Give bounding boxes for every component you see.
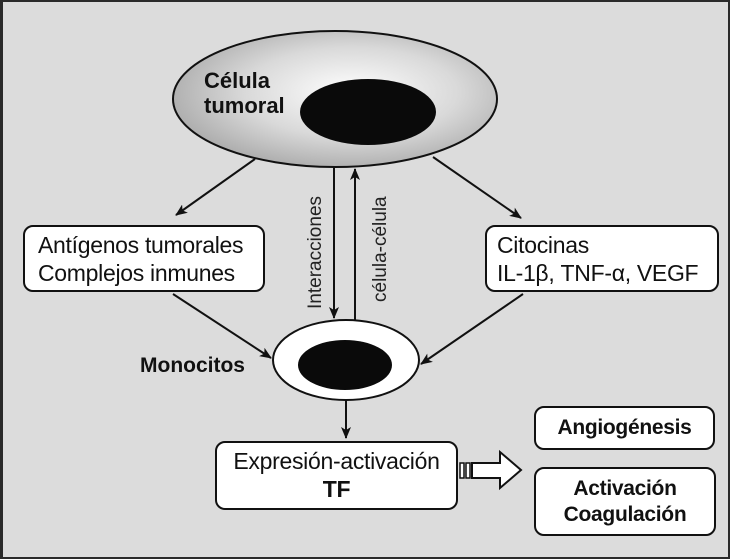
- outcome-block-arrow: [459, 449, 523, 491]
- cytokines-list: IL-1β, TNF-α, VEGF: [497, 260, 699, 286]
- activation-label: Activación: [573, 477, 677, 500]
- coagulation-label: Coagulación: [563, 503, 687, 526]
- tumor-cell-label-line1: Célula: [204, 68, 271, 93]
- arrow-tumor-to-antigens: [175, 158, 256, 216]
- diagram-graphics: [172, 30, 524, 491]
- cell-cell-label: célula-célula: [370, 196, 391, 302]
- antigens-line: Antígenos tumorales: [38, 232, 244, 258]
- tf-label: TF: [322, 476, 351, 502]
- angiogenesis-box: Angiogénesis: [534, 406, 715, 450]
- coagulation-box: Activación Coagulación: [534, 467, 716, 536]
- tumor-cell-label-line2: tumoral: [204, 93, 285, 118]
- interactions-label: Interacciones: [305, 195, 326, 309]
- cytokines-title: Citocinas: [497, 232, 589, 258]
- arrow-tumor-to-cytokines: [432, 156, 522, 219]
- tumor-cell-nucleus: [300, 79, 436, 145]
- cytokines-box: Citocinas IL-1β, TNF-α, VEGF: [485, 225, 719, 292]
- monocyte-nucleus: [298, 340, 392, 390]
- immune-complexes-line: Complejos inmunes: [38, 260, 235, 286]
- monocyte-label: Monocitos: [140, 354, 245, 377]
- tf-expression-box: Expresión-activación TF: [215, 441, 458, 510]
- antigens-box: Antígenos tumorales Complejos inmunes: [23, 225, 265, 292]
- arrow-antigens-to-monocyte: [172, 293, 272, 359]
- tumor-cell-label: Célula tumoral: [204, 68, 285, 118]
- angiogenesis-label: Angiogénesis: [557, 416, 692, 439]
- arrow-cytokines-to-monocyte: [420, 293, 524, 365]
- tf-expression-line: Expresión-activación: [233, 448, 440, 474]
